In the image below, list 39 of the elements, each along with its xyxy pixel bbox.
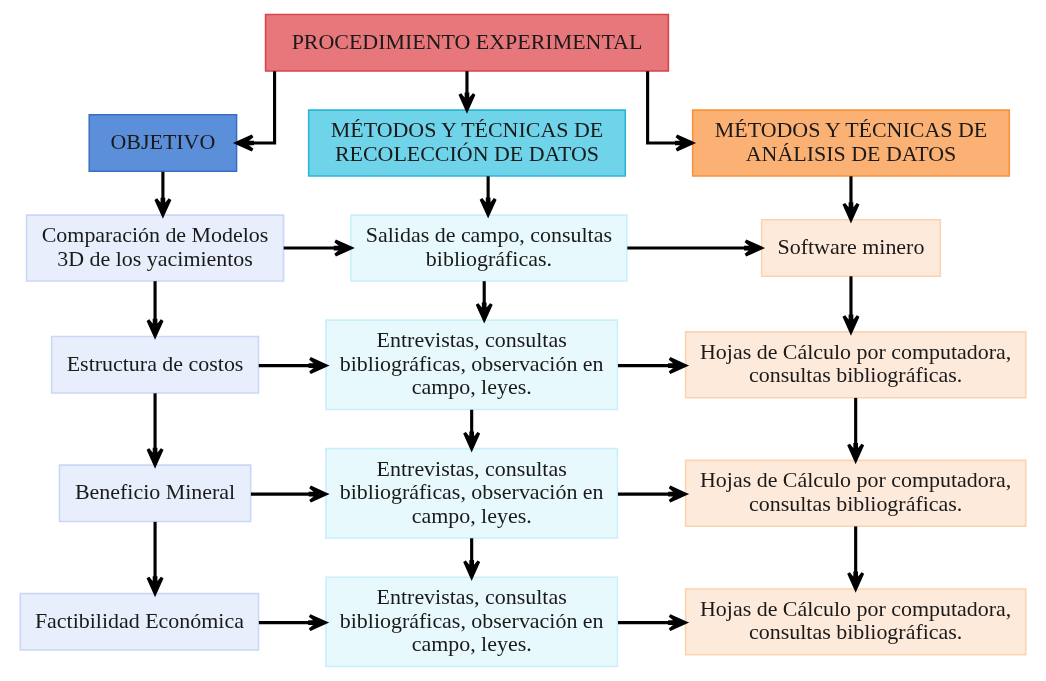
node-box: Entrevistas, consultas bibliográficas, observación en campo, leyes.	[325, 319, 619, 411]
arrow	[146, 393, 164, 467]
node-box: PROCEDIMIENTO EXPERIMENTAL	[264, 13, 670, 72]
arrow	[646, 71, 694, 152]
arrow	[617, 356, 687, 375]
arrow	[458, 71, 476, 112]
arrow	[847, 526, 865, 591]
node-box: Hojas de Cálculo por computadora, consultas bibliográficas.	[684, 459, 1027, 527]
node-box: Hojas de Cálculo por computadora, consultas bibliográficas.	[684, 588, 1027, 656]
node-box: MÉTODOS Y TÉCNICAS DE RECOLECCIÓN DE DATOS	[307, 109, 627, 177]
node-box: Factibilidad Económica	[19, 592, 260, 651]
arrow	[475, 281, 493, 322]
node-box: MÉTODOS Y TÉCNICAS DE ANÁLISIS DE DATOS	[691, 109, 1011, 177]
node-box: Salidas de campo, consultas bibliográficas.	[350, 214, 628, 282]
arrow	[283, 239, 353, 257]
arrow	[463, 409, 481, 451]
arrow	[617, 614, 687, 632]
arrow	[842, 276, 860, 334]
arrow	[258, 356, 328, 375]
arrow	[146, 521, 164, 595]
node-box: OBJETIVO	[88, 114, 238, 172]
arrow	[463, 538, 481, 579]
arrow	[847, 397, 865, 462]
arrow	[250, 485, 328, 503]
arrow	[627, 239, 763, 257]
node-box: Hojas de Cálculo por computadora, consultas bibliográficas.	[684, 331, 1027, 399]
node-box: Beneficio Mineral	[58, 464, 252, 523]
arrow	[479, 176, 497, 217]
arrow	[842, 176, 860, 222]
node-box: Estructura de costos	[50, 335, 260, 394]
arrow	[617, 485, 687, 503]
node-box: Entrevistas, consultas bibliográficas, observación en campo, leyes.	[325, 447, 619, 539]
node-box: Comparación de Modelos 3D de los yacimientos	[25, 214, 285, 282]
arrow	[258, 614, 327, 632]
arrow	[235, 71, 277, 152]
node-box: Software minero	[760, 219, 942, 278]
node-box: Entrevistas, consultas bibliográficas, observación en campo, leyes.	[325, 576, 619, 668]
arrow	[146, 281, 164, 338]
arrow	[154, 171, 172, 217]
